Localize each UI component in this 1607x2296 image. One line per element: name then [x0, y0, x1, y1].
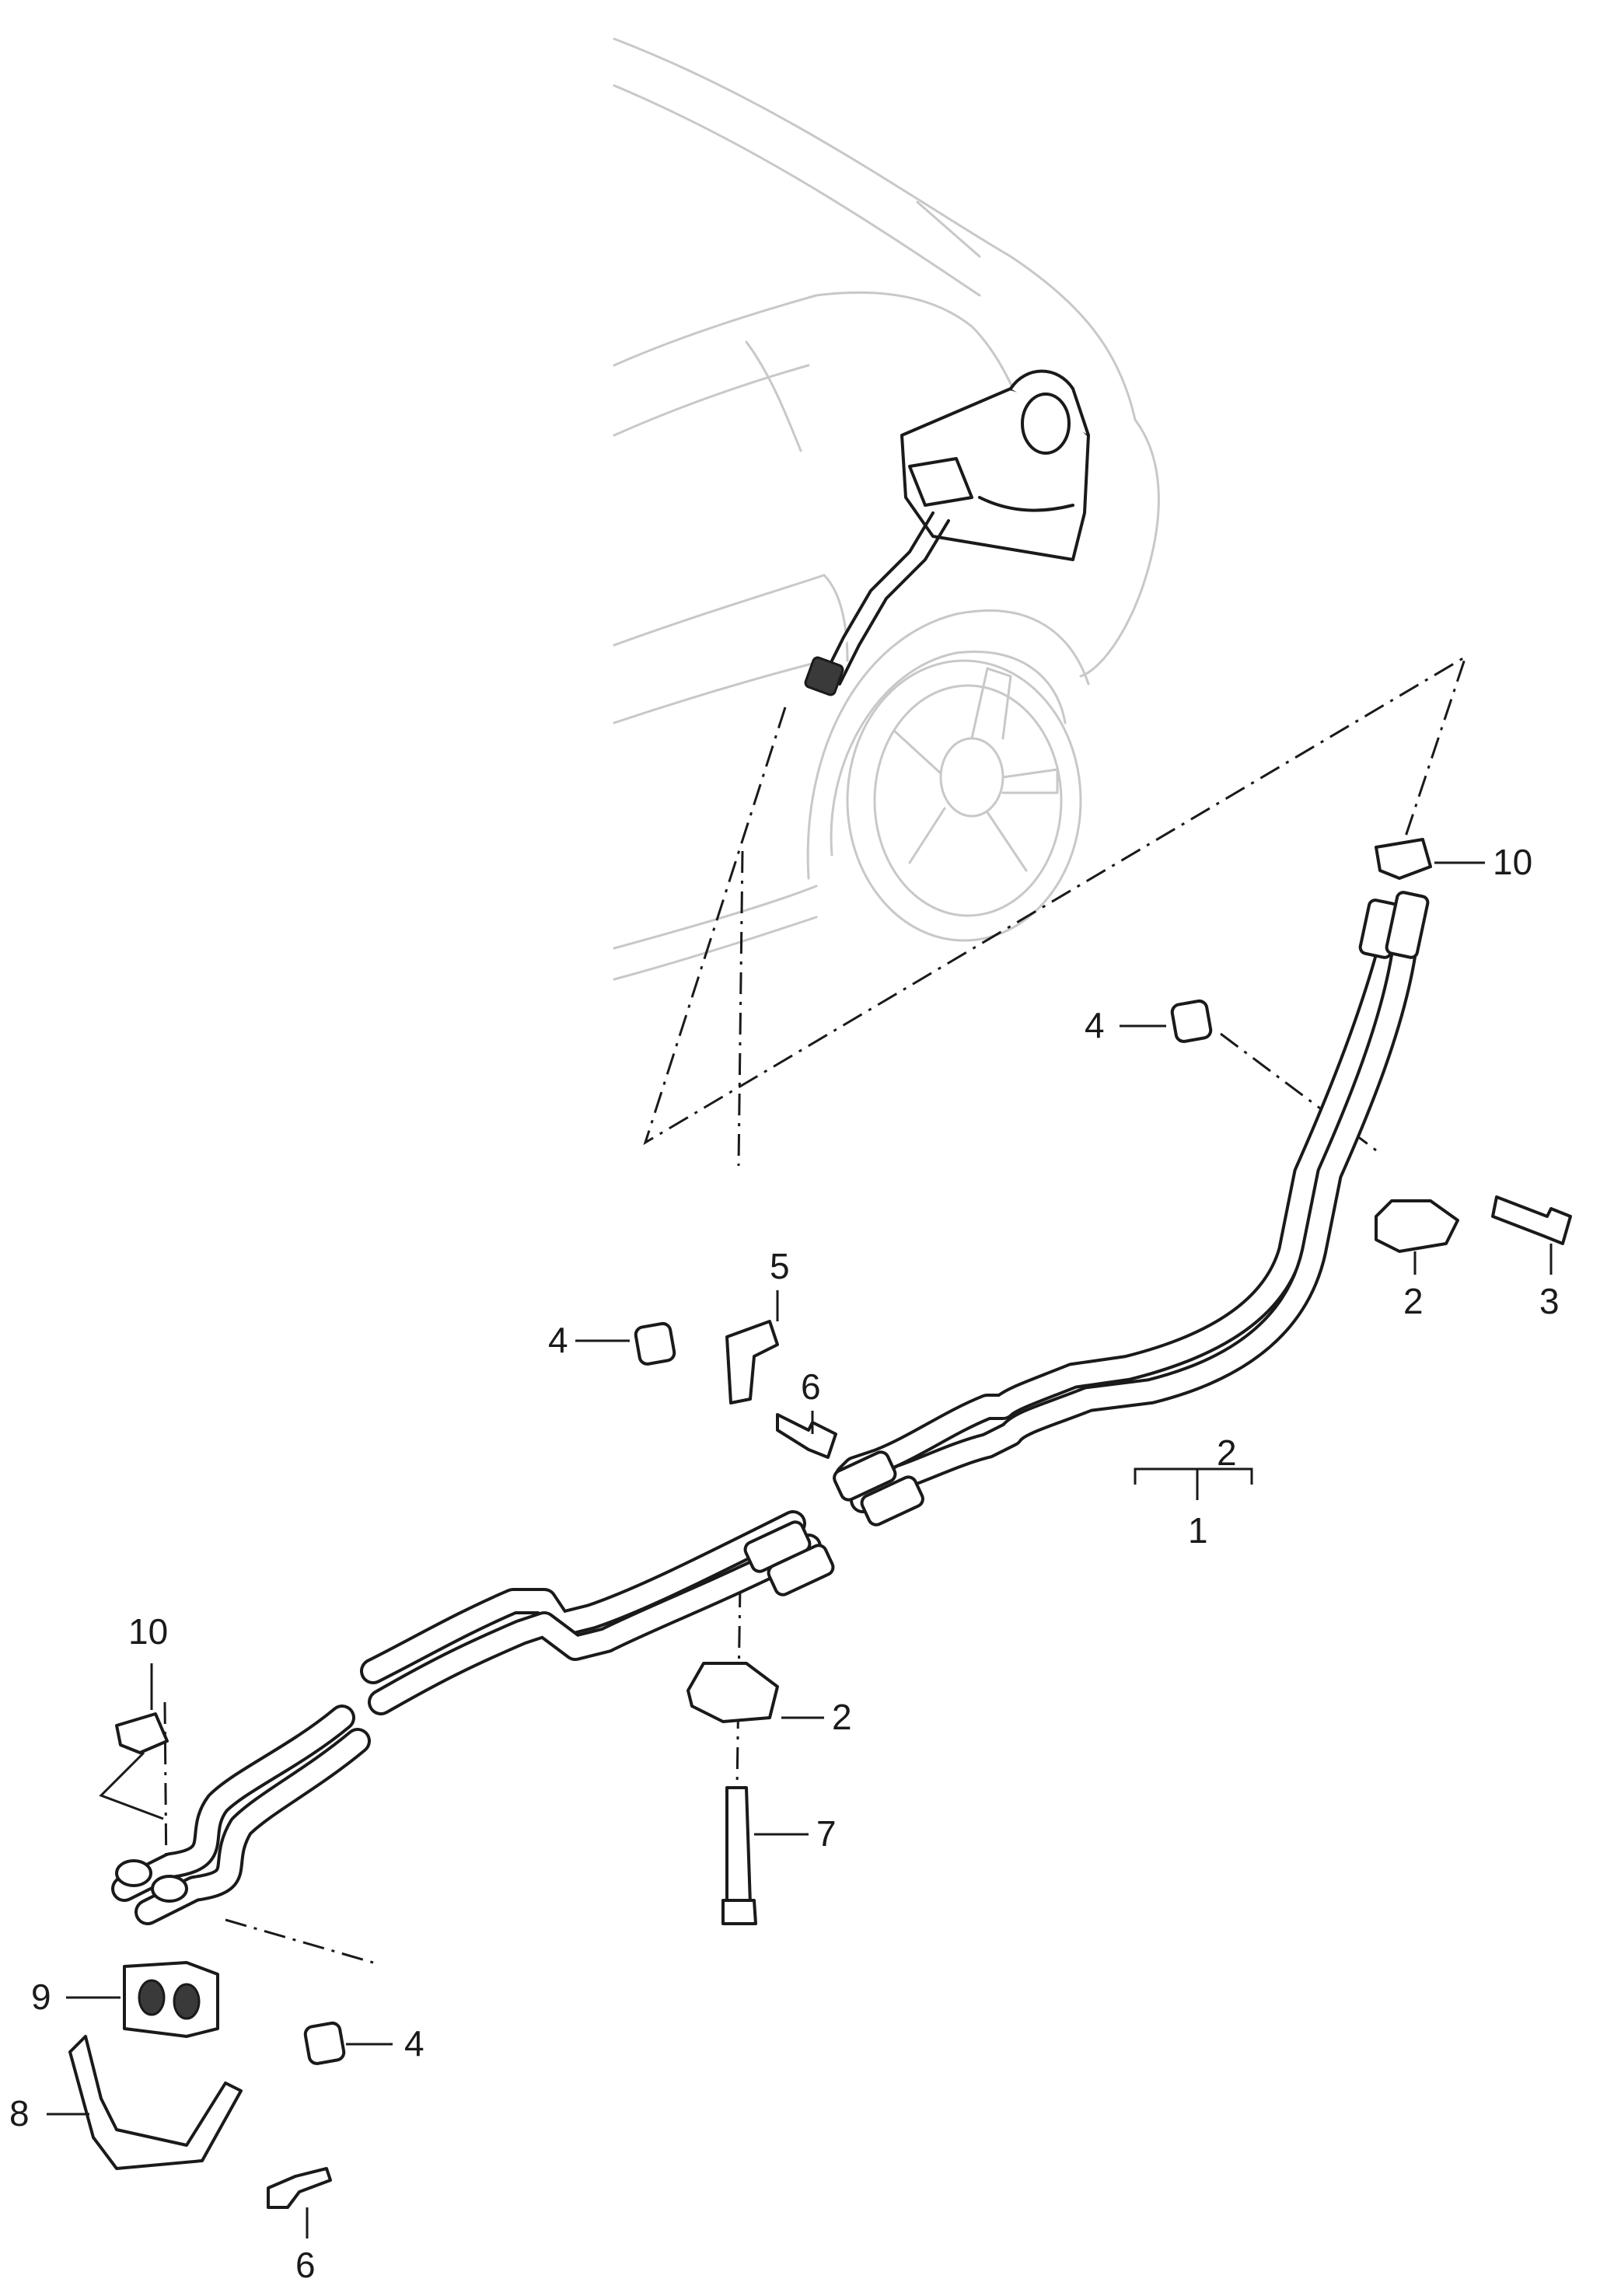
vehicle-outline [613, 37, 1160, 981]
bolt-6-low [267, 2167, 332, 2209]
bolt-3 [1491, 1195, 1572, 1245]
callout-5: 5 [770, 1246, 790, 1286]
bushing-4-low [303, 2021, 346, 2065]
callout-2: 2 [1403, 1281, 1424, 1321]
bushing-4-top [1170, 999, 1213, 1043]
callout-10: 10 [128, 1611, 168, 1652]
callout-2: 2 [1217, 1432, 1237, 1473]
callout-labels: 1 2 2 2 3 4 4 4 5 6 6 7 8 9 10 10 [9, 842, 1560, 2285]
callout-4: 4 [404, 2023, 424, 2064]
callout-3: 3 [1539, 1281, 1560, 1321]
hardware-parts [68, 838, 1572, 2209]
coolant-pipe-assembly [111, 891, 1430, 1925]
callout-8: 8 [9, 2093, 30, 2134]
callout-10: 10 [1493, 842, 1532, 882]
clamp-2-mid [686, 1662, 779, 1723]
bracket-5 [725, 1320, 779, 1404]
clamp-2-top [1375, 1199, 1459, 1253]
callout-7: 7 [816, 1813, 837, 1854]
clip-10-low [115, 1712, 169, 1754]
callout-4: 4 [548, 1320, 568, 1360]
callout-9: 9 [31, 1977, 51, 2017]
bracket-8 [68, 2035, 243, 2170]
bolt-7 [725, 1786, 752, 1914]
callout-leaders [47, 861, 1553, 2238]
callout-6: 6 [801, 1366, 821, 1407]
bushing-4-mid [634, 1321, 676, 1366]
callout-4: 4 [1085, 1005, 1105, 1045]
fuel-filler-housing [804, 369, 1090, 696]
clip-10-top [1375, 838, 1432, 880]
callout-1: 1 [1188, 1510, 1208, 1551]
bolt-6-mid [776, 1413, 837, 1459]
callout-6: 6 [295, 2245, 316, 2285]
callout-2: 2 [832, 1697, 852, 1737]
